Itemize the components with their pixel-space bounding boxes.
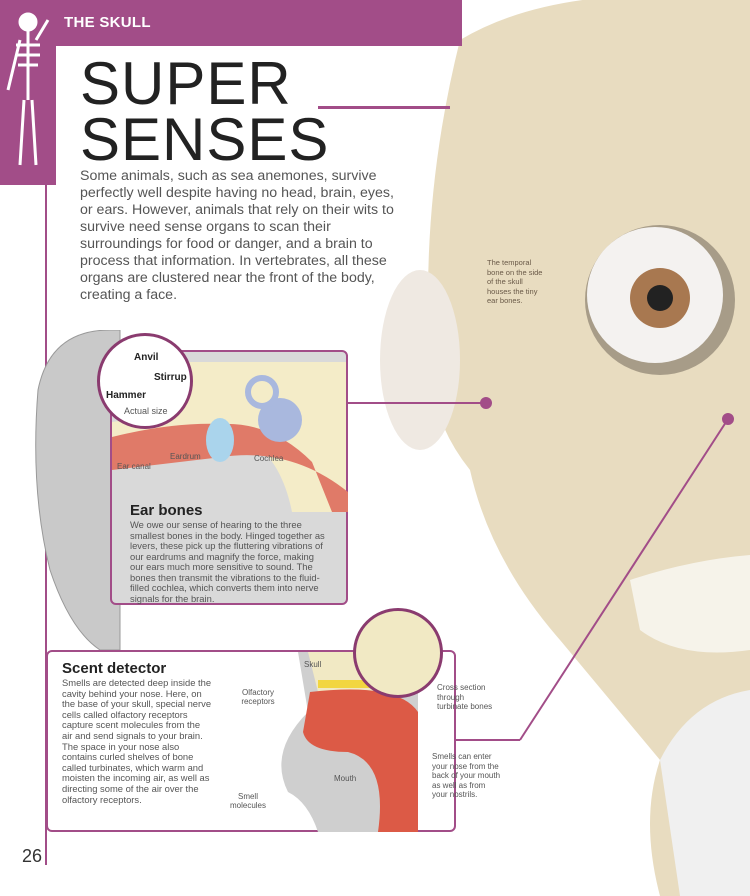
header-band bbox=[0, 0, 462, 46]
section-label: THE SKULL bbox=[64, 14, 151, 31]
title-line-2: SENSES bbox=[80, 106, 330, 173]
page-number: 26 bbox=[22, 846, 43, 866]
turbinate-inset bbox=[353, 608, 443, 698]
eardrum-label: Eardrum bbox=[170, 452, 201, 461]
title-rule bbox=[318, 106, 450, 109]
skull-annotation: The temporal bone on the side of the sku… bbox=[487, 258, 543, 305]
ear-bones-text: We owe our sense of hearing to the three… bbox=[130, 519, 325, 604]
outer-ear-illustration bbox=[35, 330, 121, 651]
ossicles-inset: Anvil Stirrup Hammer Actual size bbox=[97, 333, 193, 429]
callout-lines bbox=[348, 397, 734, 741]
inner-ear-illustration bbox=[112, 362, 348, 512]
hammer-label: Hammer bbox=[106, 390, 147, 401]
scent-detector-panel: Scent detector Smells are detected deep … bbox=[46, 650, 456, 832]
skull-label: Skull bbox=[304, 660, 322, 669]
ear-bones-heading: Ear bones bbox=[130, 502, 203, 519]
ear-bones-panel: Ear canal Eardrum Cochlea Ear bones We o… bbox=[110, 350, 348, 605]
scent-detector-text: Smells are detected deep inside the cavi… bbox=[62, 677, 212, 805]
smell-molecules-label: Smell molecules bbox=[229, 792, 266, 810]
smells-enter-label: Smells can enter your nose from the back… bbox=[432, 752, 501, 799]
title-line-1: SUPER bbox=[80, 50, 292, 117]
stirrup-label: Stirrup bbox=[154, 372, 187, 383]
skeleton-icon bbox=[6, 12, 50, 166]
sidebar-band bbox=[0, 0, 56, 185]
ear-canal-label: Ear canal bbox=[117, 462, 151, 471]
skull-illustration bbox=[380, 0, 750, 896]
olfactory-label: Olfactory receptors bbox=[241, 688, 275, 706]
scent-detector-heading: Scent detector bbox=[62, 660, 167, 677]
actual-size-label: Actual size bbox=[124, 406, 168, 416]
cross-section-label: Cross section through turbinate bones bbox=[437, 683, 493, 711]
mouth-label: Mouth bbox=[334, 774, 357, 783]
cochlea-label: Cochlea bbox=[254, 454, 284, 463]
anvil-label: Anvil bbox=[134, 352, 159, 363]
intro-text: Some animals, such as sea anemones, surv… bbox=[80, 168, 394, 303]
